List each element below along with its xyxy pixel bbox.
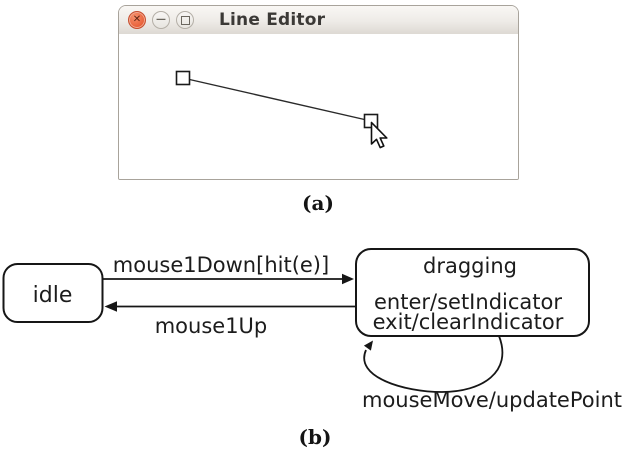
mouse-cursor-icon	[370, 121, 388, 149]
line-editor-window: ✕ — Line Editor	[118, 5, 519, 180]
state-idle	[2, 263, 104, 323]
state-dragging-label: dragging	[423, 254, 517, 278]
state-diagram: idle dragging enter/setIndicator exit/cl…	[2, 248, 622, 412]
close-button[interactable]: ✕	[128, 11, 146, 29]
transition-mouse1up-label: mouse1Up	[155, 314, 268, 338]
minimize-button[interactable]: —	[152, 11, 170, 29]
transition-mousemove-loop	[363, 335, 504, 393]
transition-mouse1down-label: mouse1Down[hit(e)]	[113, 253, 329, 277]
arrowhead-left-icon	[104, 301, 117, 312]
caption-b: (b)	[298, 425, 332, 449]
state-dragging	[355, 248, 590, 337]
edited-line[interactable]	[182, 77, 372, 122]
window-titlebar[interactable]: ✕ — Line Editor	[119, 6, 518, 35]
caption-a: (a)	[302, 191, 334, 215]
arrowhead-up-right-icon	[363, 340, 373, 351]
transition-mousemove-label: mouseMove/updatePoint	[362, 388, 622, 412]
state-dragging-exit-action: exit/clearIndicator	[373, 310, 564, 334]
state-idle-label: idle	[33, 283, 73, 308]
minimize-icon: —	[156, 14, 166, 25]
line-start-handle[interactable]	[175, 70, 191, 86]
canvas-graphics	[175, 70, 388, 149]
arrowhead-right-icon	[342, 273, 354, 285]
maximize-icon	[180, 15, 190, 25]
close-icon: ✕	[132, 14, 142, 25]
drawing-canvas[interactable]	[119, 34, 518, 179]
window-title: Line Editor	[219, 10, 326, 30]
state-dragging-enter-action: enter/setIndicator	[374, 290, 562, 314]
maximize-button[interactable]	[176, 11, 194, 29]
